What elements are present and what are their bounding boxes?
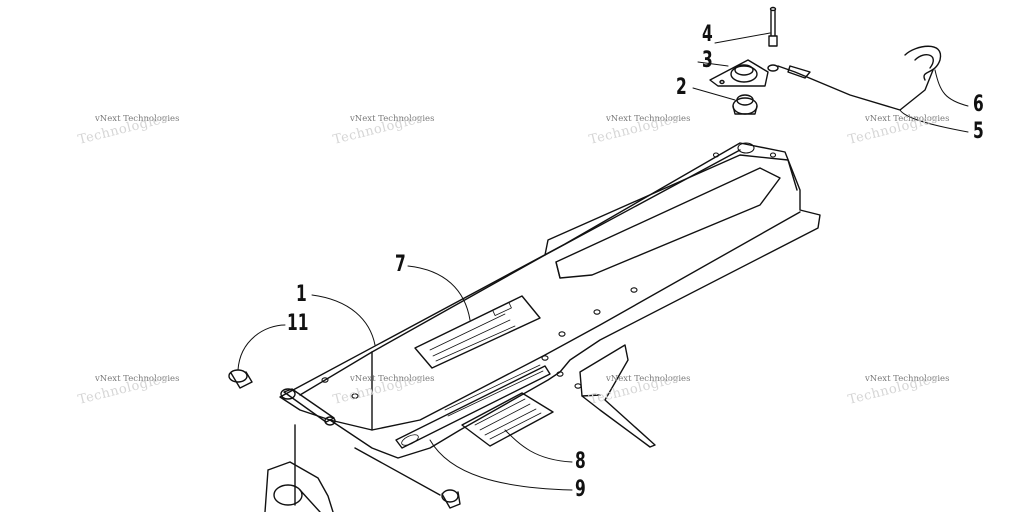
callout-4: 4 (702, 22, 713, 47)
lower-bracket (264, 461, 334, 512)
hinge-rod (283, 388, 335, 423)
leader-lines (237, 32, 969, 491)
tray-top-edge (299, 149, 741, 396)
bushing-top (228, 369, 248, 383)
plate-3 (709, 59, 769, 87)
clip-6 (904, 45, 942, 81)
pin-4 (768, 9, 778, 47)
callout-6: 6 (973, 92, 984, 117)
callout-11: 11 (287, 311, 309, 336)
tether-5 (777, 65, 934, 111)
callout-2: 2 (676, 75, 687, 100)
tray-fin (579, 344, 656, 448)
callout-7: 7 (395, 252, 406, 277)
callout-9: 9 (575, 477, 586, 502)
tray-front-lip (329, 211, 801, 431)
callout-5: 5 (973, 119, 984, 144)
tray-step (544, 154, 798, 256)
callout-8: 8 (575, 449, 586, 474)
decal-8 (461, 392, 554, 447)
decal-9 (395, 364, 551, 449)
callout-3: 3 (702, 48, 713, 73)
callout-1: 1 (296, 282, 307, 307)
tray-body (279, 142, 821, 459)
mount-holes (321, 142, 777, 399)
decal-7 (414, 295, 541, 369)
